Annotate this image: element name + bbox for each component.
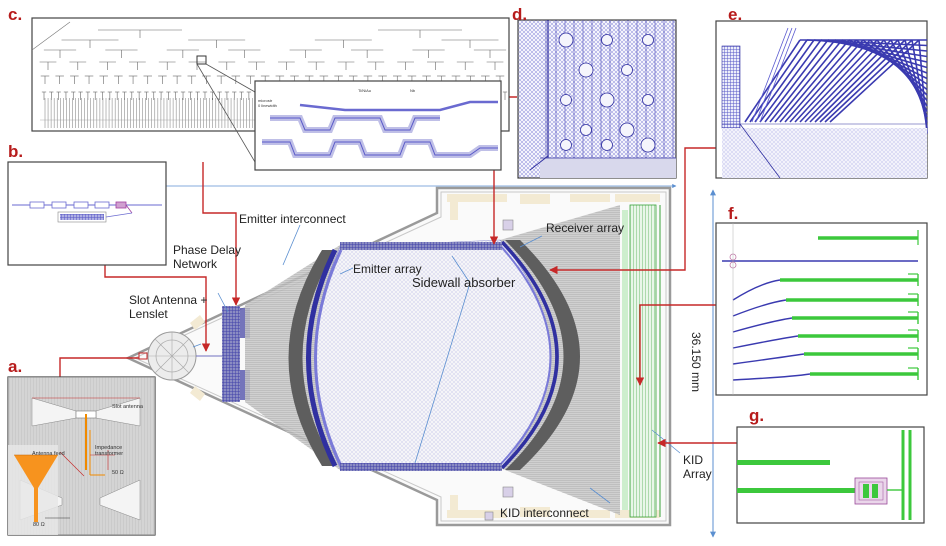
blue-pointer-lines [192, 224, 681, 504]
inset-f [715, 222, 928, 396]
dimension-label: 36.150 mm [689, 331, 704, 393]
label-receiver-array: Receiver array [546, 221, 625, 235]
label-kid-array: KID Array [683, 453, 712, 481]
inset-e [715, 20, 928, 179]
inset-a-impedance-transformer: Impedance transformer [95, 445, 124, 457]
kid-array-column [622, 204, 661, 518]
inset-b [7, 161, 167, 266]
inset-c-tiny-3: Nb [410, 88, 416, 93]
inset-a-antenna-feed: Antenna feed [32, 451, 65, 457]
inset-c-tiny-1: microstr 0 linewidth [258, 98, 277, 108]
panel-label-a: a. [8, 357, 23, 376]
sidewall-absorber-right [505, 240, 580, 470]
inset-c-tiny-2: Ti/NiAu [358, 88, 371, 93]
panel-label-g: g. [749, 406, 765, 425]
panel-label-b: b. [8, 142, 24, 161]
sidewall-absorber-left [288, 250, 335, 466]
label-slot-antenna-lenslet: Slot Antenna + Lenslet [129, 293, 208, 321]
inset-a-50-ohm: 50 Ω [112, 470, 124, 476]
inset-a-80-ohm: 80 Ω [33, 522, 45, 528]
panel-label-c: c. [8, 5, 23, 24]
panel-label-e: e. [728, 5, 743, 24]
label-sidewall-absorber: Sidewall absorber [412, 275, 516, 290]
panel-label-f: f. [728, 204, 739, 223]
central-cavity [314, 239, 551, 469]
inset-g [736, 426, 925, 524]
label-phase-delay-network: Phase Delay Network [173, 243, 242, 271]
antenna-pointer-box [138, 352, 148, 360]
inset-c [31, 17, 510, 171]
panel-label-d: d. [512, 5, 528, 24]
dimension-line [162, 183, 716, 538]
label-emitter-interconnect: Emitter interconnect [239, 212, 346, 226]
inset-d [517, 19, 677, 179]
label-kid-interconnect: KID interconnect [500, 506, 589, 520]
inset-a-slot-antenna: Slot antenna [112, 404, 143, 410]
inset-a [7, 376, 156, 536]
lenslet [147, 331, 222, 381]
emitter-array-band [306, 248, 338, 468]
label-emitter-array: Emitter array [353, 262, 422, 276]
receiver-array-band [500, 240, 559, 470]
